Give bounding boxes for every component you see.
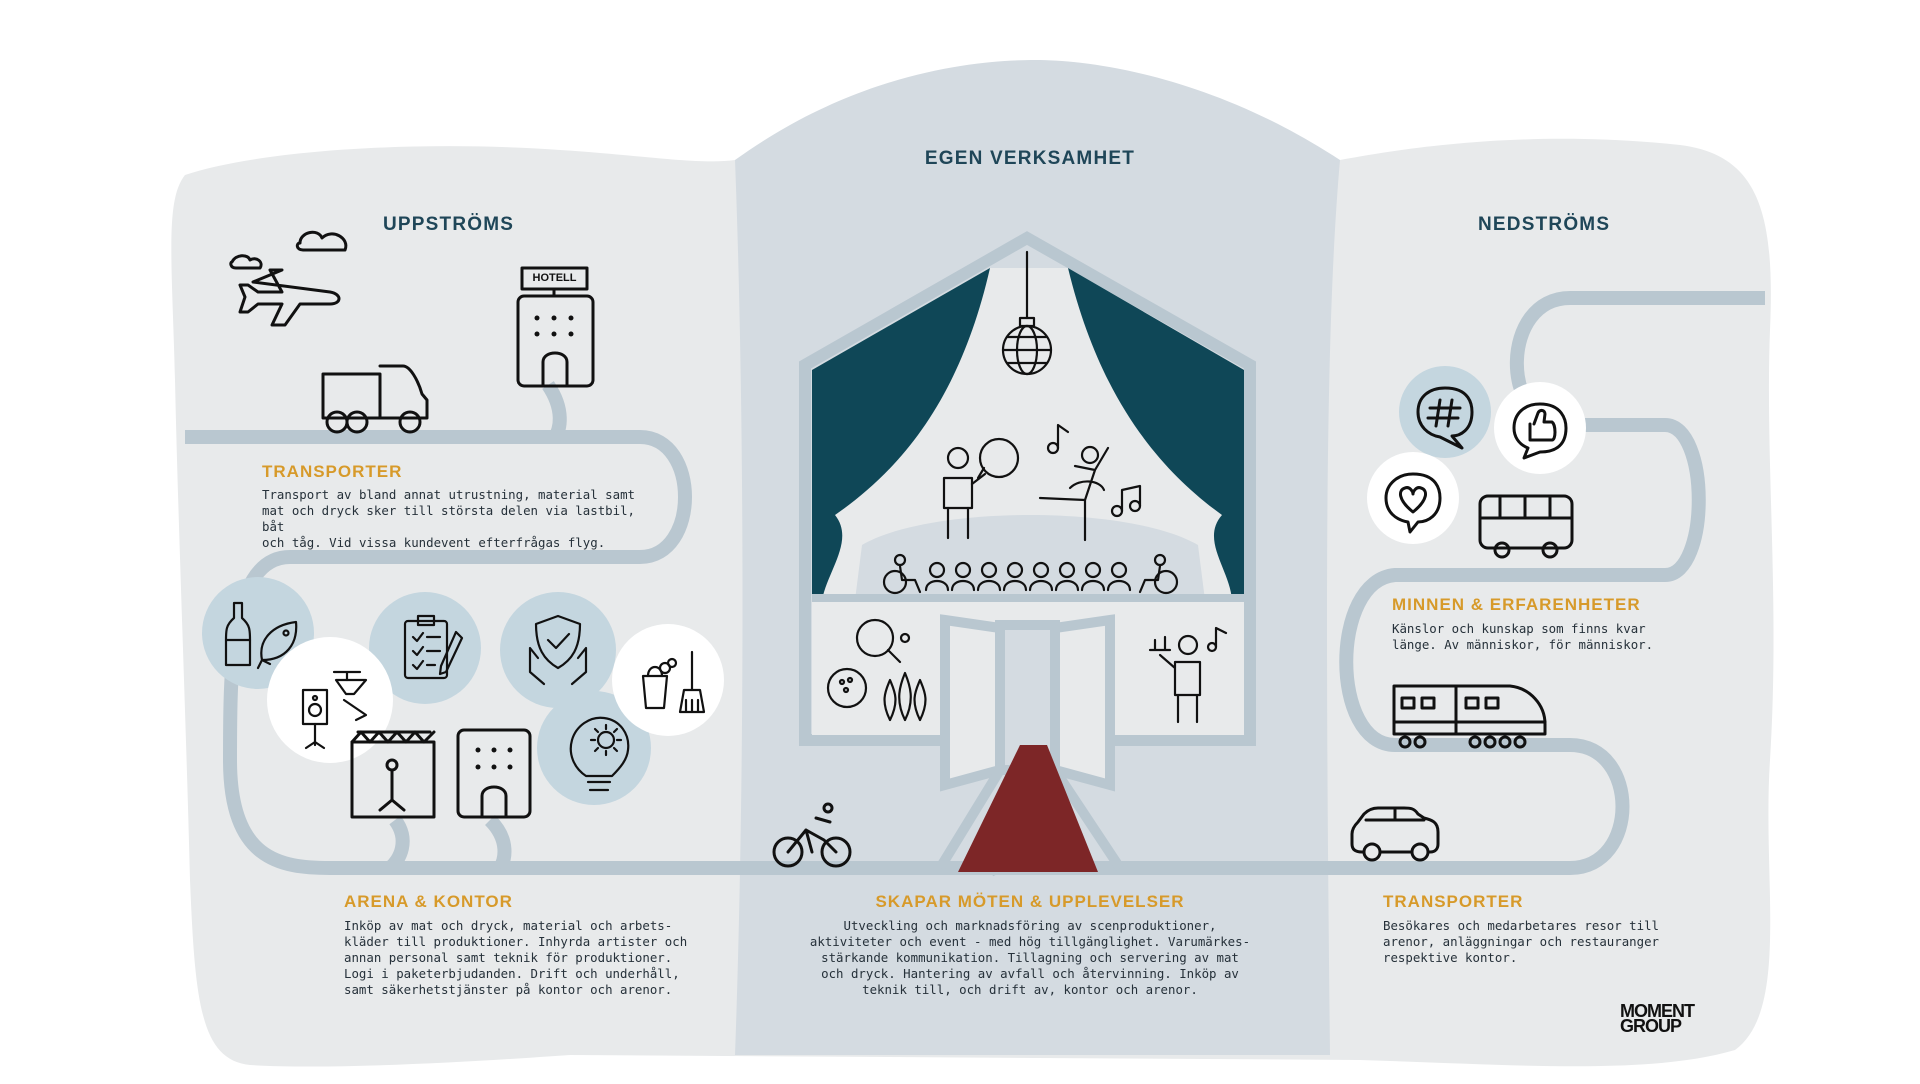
spotlight-circle [267,637,393,763]
memories-title: MINNEN & ERFARENHETER [1392,595,1641,614]
shield-icon [528,614,588,686]
clipboard-icon [403,614,464,680]
cloud-icon [229,230,348,270]
memories-text: Känslor och kunskap som finns kvar länge… [1392,621,1692,653]
own-operations-text: Utveckling och marknadsföring av scenpro… [790,918,1270,998]
clipboard-circle [369,592,481,704]
text-line: samt säkerhetstjänster på kontor och are… [344,982,673,997]
theater-house [799,231,1256,872]
arena-text: Inköp av mat och dryck, material och arb… [344,918,704,998]
speaker-icon [301,688,329,750]
text-line: aktiviteter och event - med hög tillgäng… [809,934,1251,949]
text-line: och dryck. Hantering av avfall och återv… [821,966,1239,981]
ping-pong-icon [855,618,911,664]
text-line: länge. Av människor, för människor. [1392,637,1654,652]
own-operations-title: EGEN VERKSAMHET [924,148,1136,169]
arena-title: ARENA & KONTOR [344,892,513,911]
bottle-icon [224,601,252,667]
upstream-transport-text: Transport av bland annat utrustning, mat… [262,487,642,551]
stage-icon [350,730,436,819]
logo-line: MOMENT [1620,1001,1695,1021]
office-building-icon [456,728,532,819]
text-line: Logi i paketerbjudanden. Drift och under… [344,966,680,981]
text-line: Transport av bland annat utrustning, mat… [262,487,635,502]
hotel-icon [516,266,595,388]
bus-icon [1478,494,1574,559]
thumbs-up-bubble-icon [1512,402,1568,460]
speaker-person-icon [942,437,1020,540]
upstream-transport-title: TRANSPORTER [262,462,403,481]
disco-ball-icon [1001,250,1053,376]
hashtag-circle [1399,366,1491,458]
train-icon [1392,684,1547,749]
text-line: stärkande kommunikation. Tillagning och … [821,950,1239,965]
downstream-transport-title: TRANSPORTER [1383,892,1524,911]
wheelchair-icon [882,553,1179,595]
shield-circle [500,592,616,708]
moment-group-logo: MOMENT GROUP [1620,1001,1695,1036]
cleaning-icon [641,650,706,714]
truck-icon [321,364,429,434]
airplane-icon [238,268,341,327]
logo-line: GROUP [1620,1016,1682,1036]
heart-circle [1367,452,1459,544]
own-operations-subtitle: SKAPAR MÖTEN & UPPLEVELSER [875,892,1185,911]
hotel-sign-label: HOTELL [532,272,577,284]
music-note-icon [1046,423,1142,518]
text-line: Känslor och kunskap som finns kvar [1392,621,1646,636]
text-line: annan personal samt teknik för produktio… [344,950,673,965]
red-carpet-icon [958,745,1098,872]
text-line: arenor, anläggningar och restauranger [1383,934,1660,949]
cleaning-circle [612,624,724,736]
fish-icon [256,620,298,670]
bicycle-icon [772,802,852,868]
thumbs-circle [1494,382,1586,474]
audience-icon [924,561,1132,592]
text-line: mat och dryck sker till största delen vi… [262,503,635,534]
text-line: Utveckling och marknadsföring av scenpro… [843,918,1217,933]
dancer-icon [1038,445,1110,542]
car-icon [1350,806,1440,862]
text-line: och tåg. Vid vissa kundevent efterfrågas… [262,535,606,550]
downstream-title: NEDSTRÖMS [1478,214,1611,235]
bowling-icon [826,667,927,722]
downstream-transport-text: Besökares och medarbetares resor till ar… [1383,918,1703,966]
waiter-icon [1148,626,1228,724]
gear-bulb-circle [537,691,651,805]
upstream-title: UPPSTRÖMS [383,214,515,235]
text-line: kläder till produktioner. Inhyrda artist… [344,934,688,949]
text-line: Besökares och medarbetares resor till [1383,918,1660,933]
spotlight-icon [332,670,368,722]
gear-bulb-icon [569,716,630,792]
heart-bubble-icon [1384,472,1442,534]
text-line: respektive kontor. [1383,950,1518,965]
text-line: teknik till, och drift av, kontor och ar… [862,982,1198,997]
text-line: Inköp av mat och dryck, material och arb… [344,918,673,933]
hashtag-bubble-icon [1416,386,1474,450]
